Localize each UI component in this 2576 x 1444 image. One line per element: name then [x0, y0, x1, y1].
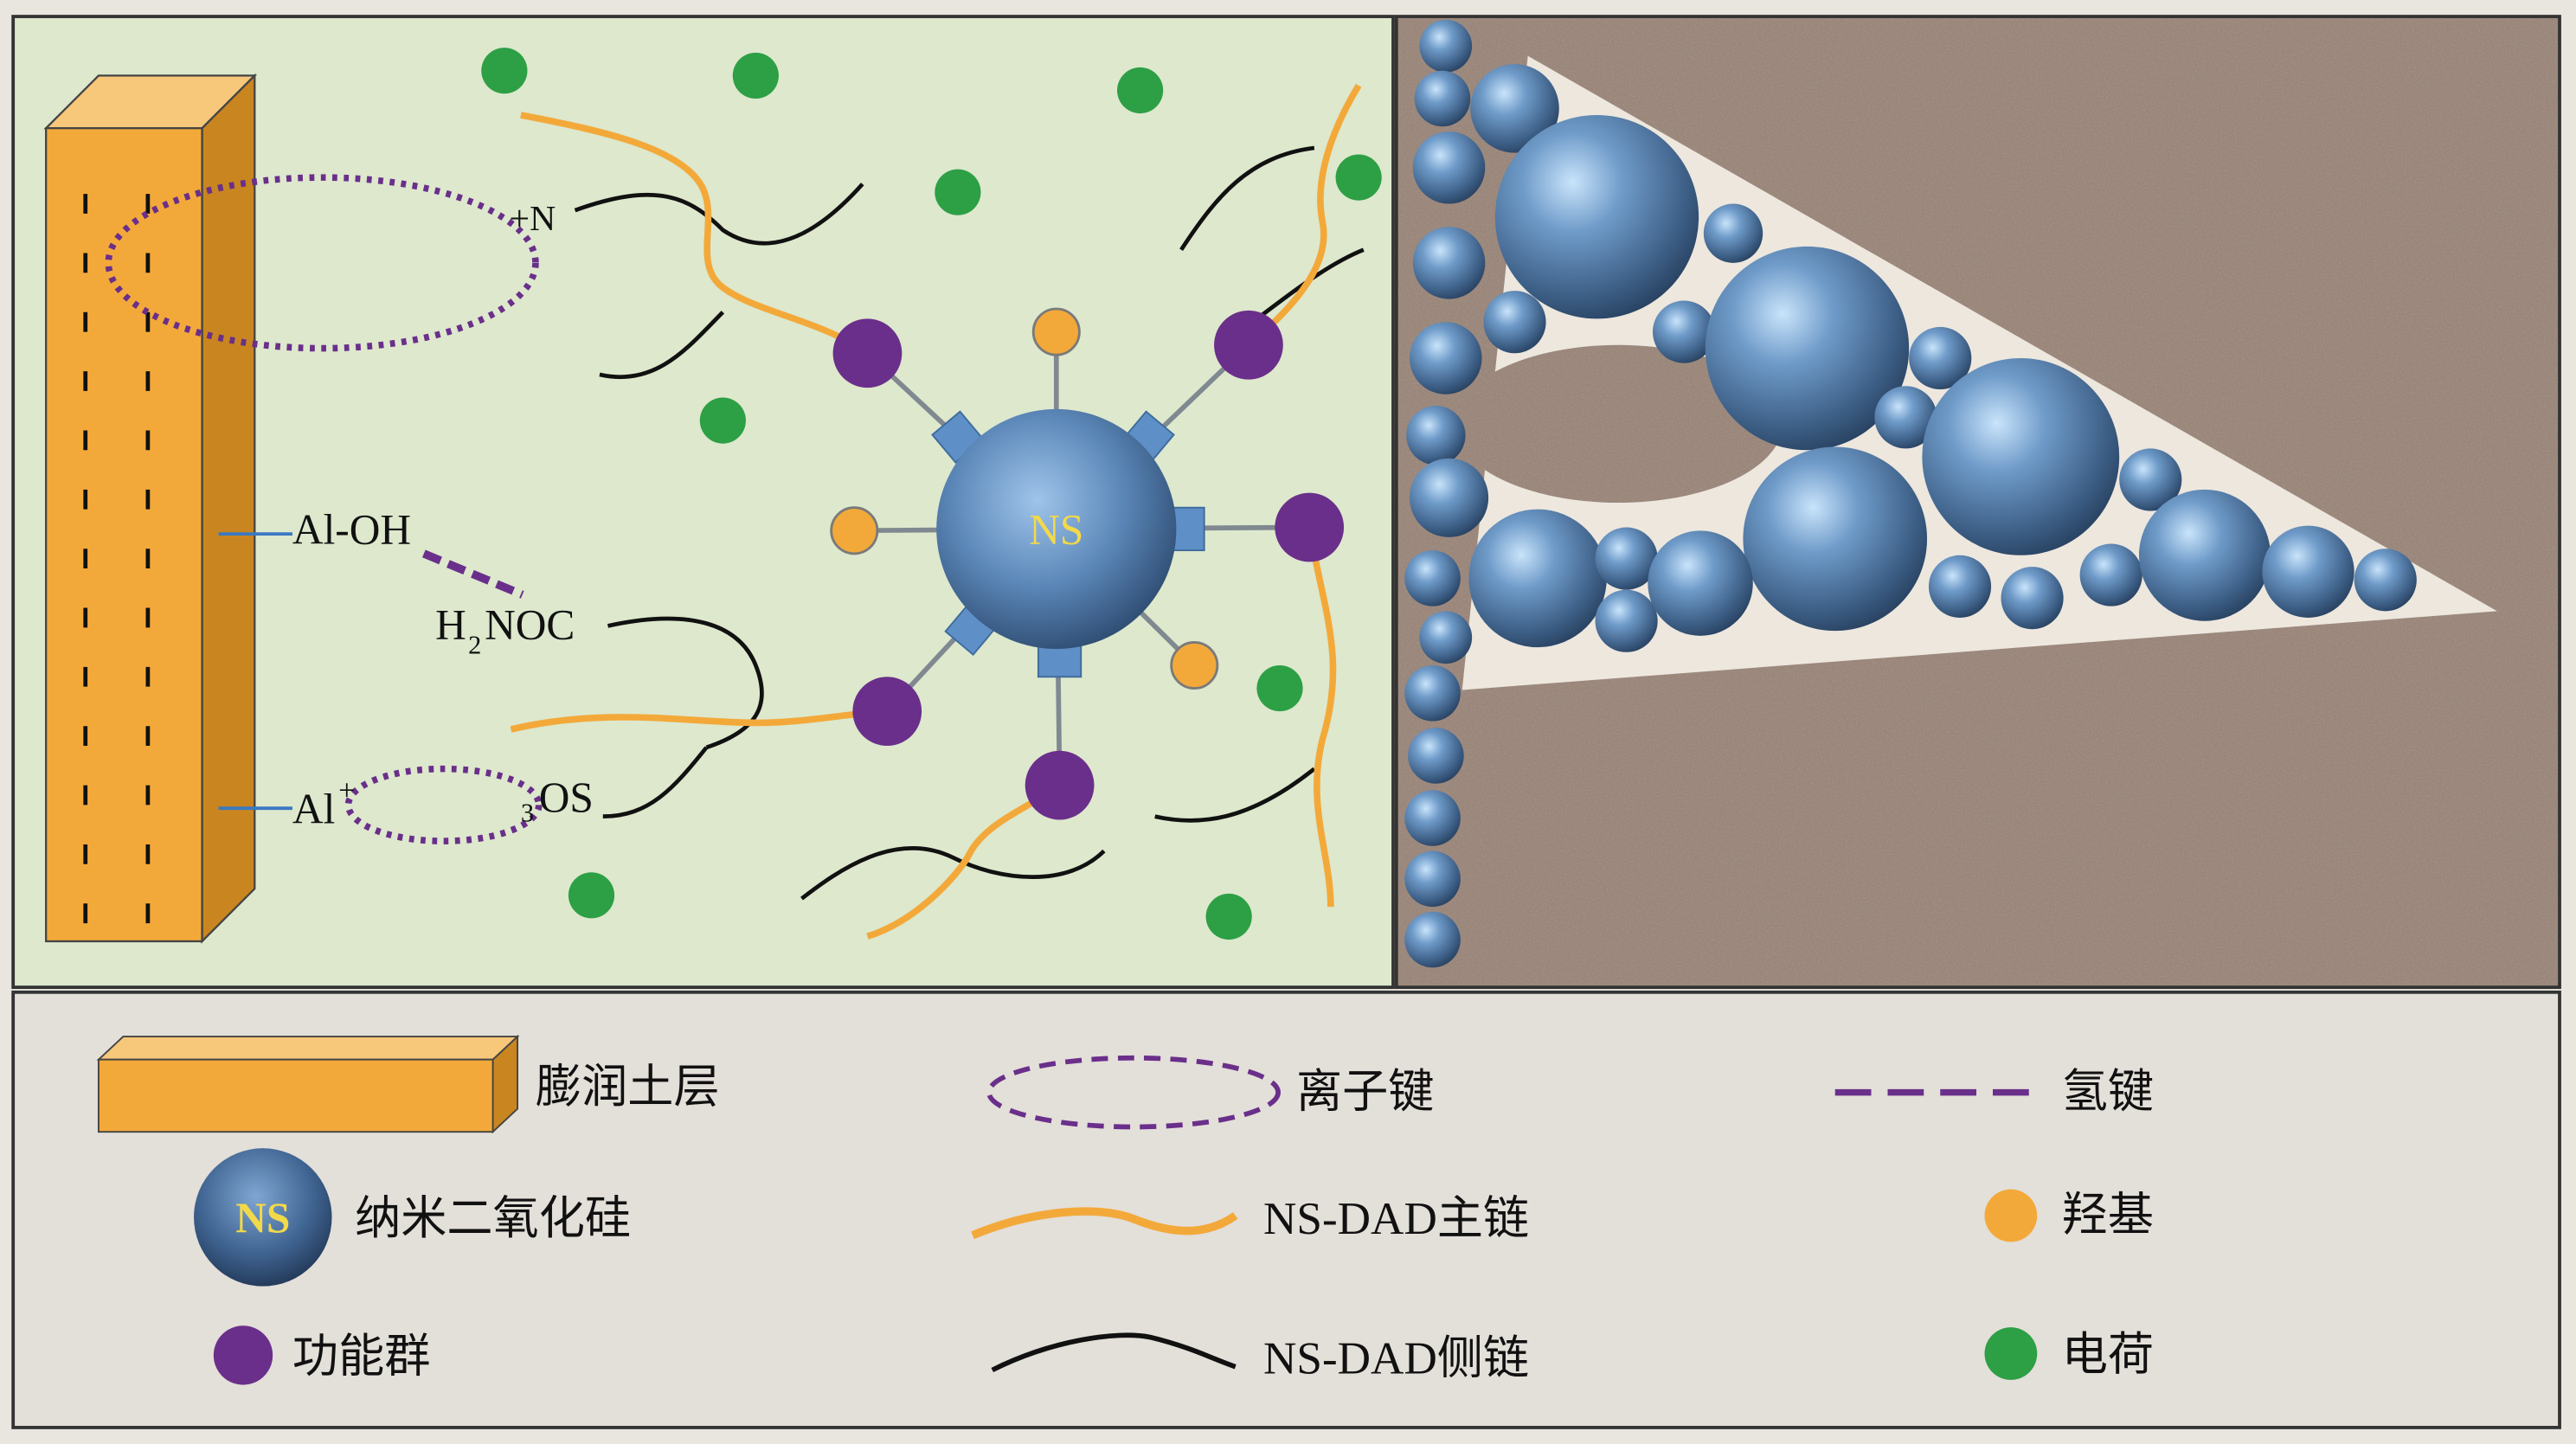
legend-charge-label: 电荷: [2062, 1330, 2154, 1380]
ionic-bond-ellipse-top: [105, 174, 539, 352]
legend-ionic-bond-swatch: [986, 1055, 1281, 1130]
side-chains: [574, 145, 1365, 901]
particle-packing: [1404, 19, 2417, 968]
ns-core-label: NS: [1029, 506, 1083, 554]
legend-charge-swatch: [1984, 1327, 2038, 1380]
label-sub-2: 2: [468, 631, 481, 660]
ns-core: [936, 408, 1177, 650]
label-noc: NOC: [485, 601, 575, 649]
charges: [481, 48, 1382, 940]
label-plus-al: +: [338, 775, 355, 807]
legend-functional-group-swatch: [213, 1325, 273, 1385]
legend-ns-badge: [194, 1148, 332, 1287]
bentonite-layer: [43, 73, 258, 944]
legend-ns-badge-label: NS: [235, 1194, 290, 1242]
ionic-bond-ellipse-bottom: [344, 765, 543, 844]
label-al-oh: Al-OH: [292, 506, 411, 554]
soil-pocket: [1454, 344, 1783, 504]
legend-hydroxyl-label: 羟基: [2062, 1190, 2154, 1241]
legend-main-chain-label: NS-DAD主链: [1263, 1194, 1529, 1244]
legend-hydrogen-bond-label: 氢键: [2062, 1068, 2154, 1118]
legend-side-chain-swatch: [991, 1332, 1237, 1373]
hydroxyl-groups: [830, 307, 1219, 690]
legend-hydroxyl-swatch: [1984, 1189, 2038, 1242]
legend-functional-group-label: 功能群: [292, 1332, 430, 1382]
label-plus-n: +N: [510, 199, 556, 239]
legend-bentonite-label: 膨润土层: [536, 1062, 720, 1113]
label-h: H: [435, 601, 466, 649]
hydrogen-bond: [422, 549, 524, 599]
functional-groups: [832, 310, 1345, 820]
label-al: Al: [292, 785, 335, 832]
legend-ionic-bond-label: 离子键: [1296, 1068, 1434, 1118]
label-os: OS: [539, 773, 594, 821]
main-chains: [510, 83, 1362, 940]
legend-main-chain-swatch: [971, 1207, 1238, 1240]
legend-bentonite-swatch: [96, 1034, 520, 1134]
legend-nano-silica-label: 纳米二氧化硅: [355, 1194, 631, 1244]
legend-side-chain-label: NS-DAD侧链: [1263, 1333, 1529, 1383]
label-sub-3: 3: [521, 798, 534, 827]
right-panel-frame: [1394, 15, 2561, 990]
